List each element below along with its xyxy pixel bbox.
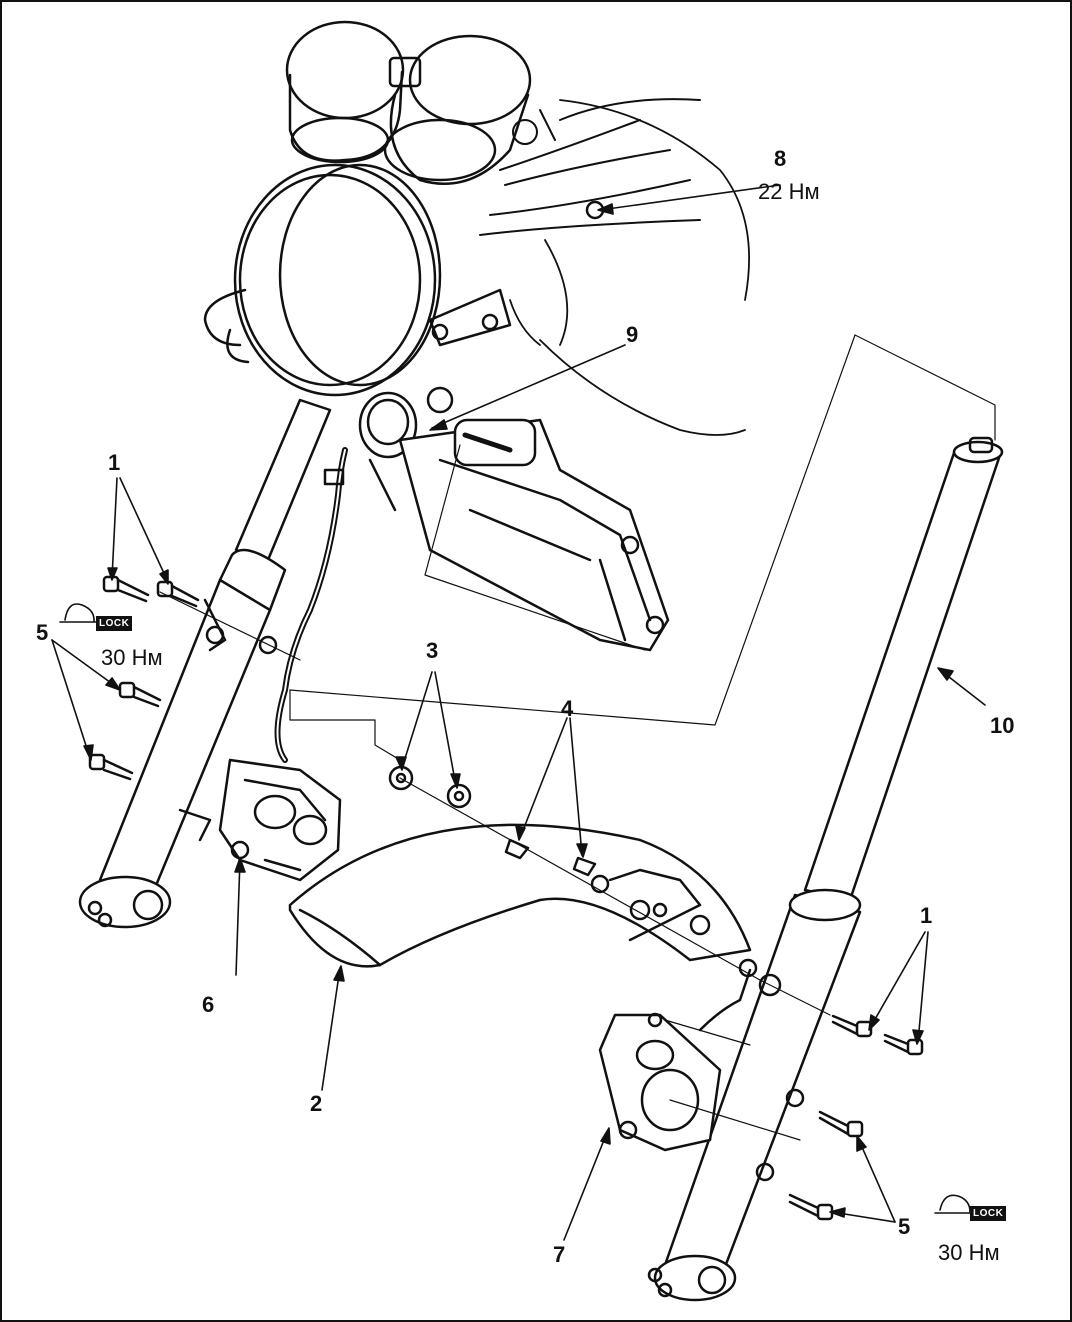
callout-9: 9	[626, 322, 639, 347]
radiator-cowl	[398, 418, 670, 652]
frame-outline	[509, 99, 750, 436]
left-fork-leg	[78, 398, 332, 929]
lock-badge-left: LOCK	[96, 616, 133, 631]
callout-7: 7	[553, 1242, 566, 1267]
handlebar-cables	[479, 98, 701, 236]
callout-1-left: 1	[108, 450, 121, 475]
callout-8: 8	[774, 146, 787, 171]
lock-badge-right: LOCK	[970, 1206, 1007, 1221]
brake-hose-left	[274, 447, 397, 763]
tachometer-gauge	[383, 34, 532, 185]
callout-5-right: 5	[898, 1214, 911, 1239]
front-fender	[288, 823, 752, 968]
torque-bottom-right: 30 Нм	[938, 1240, 1000, 1265]
callout-3: 3	[426, 638, 439, 663]
thread-lock-symbols	[59, 603, 973, 1214]
callout-6: 6	[202, 992, 215, 1017]
assembly-lines	[159, 334, 996, 1141]
left-brake-caliper	[218, 758, 342, 882]
leader-arrows	[51, 184, 986, 1241]
right-fork-tube	[803, 436, 1004, 902]
speedometer-gauge	[285, 20, 405, 164]
callout-10: 10	[990, 713, 1015, 738]
headlight	[203, 163, 512, 397]
callout-2: 2	[310, 1091, 323, 1116]
right-brake-caliper	[598, 968, 752, 1152]
torque-upper-right: 22 Нм	[758, 179, 820, 204]
right-fork-leg	[647, 888, 862, 1302]
callout-5-left: 5	[36, 620, 49, 645]
torque-left: 30 Нм	[101, 645, 163, 670]
callout-1-right: 1	[920, 903, 933, 928]
callout-4: 4	[561, 696, 574, 721]
